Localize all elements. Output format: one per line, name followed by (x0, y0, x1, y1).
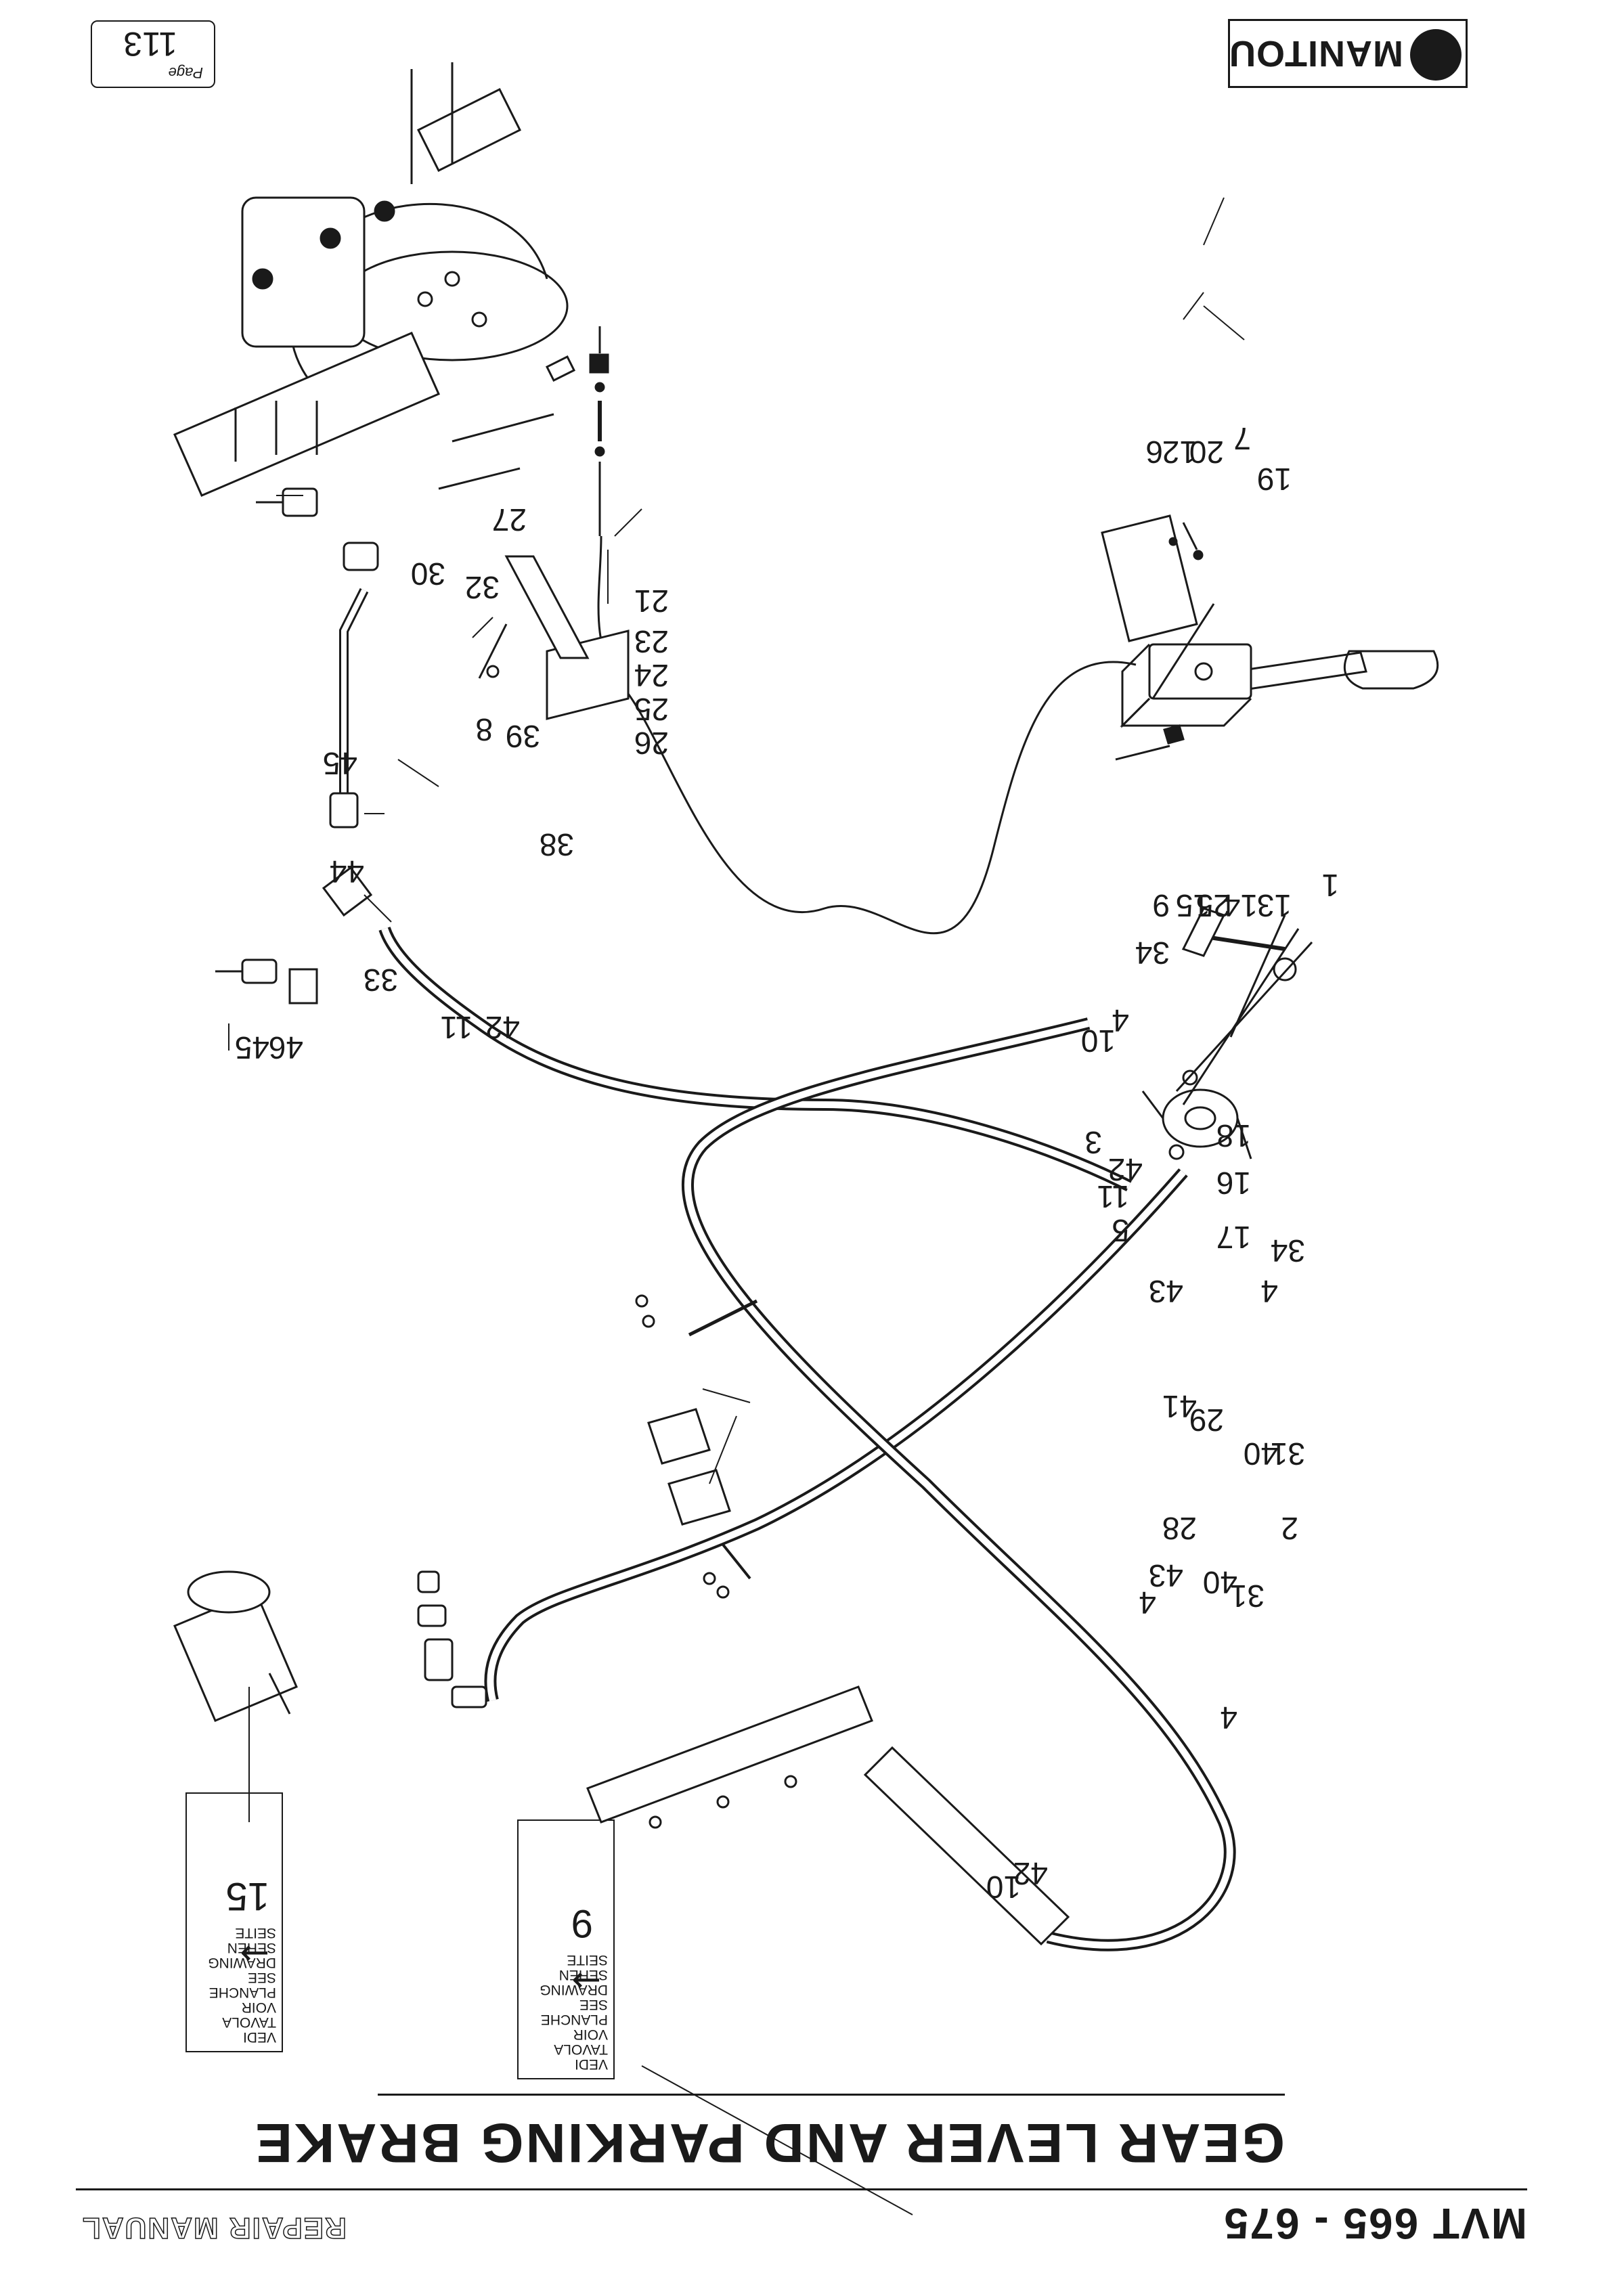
callout-43b: 43 (1149, 1558, 1183, 1593)
callout-18: 18 (1216, 1118, 1251, 1153)
callout-34a: 34 (1135, 935, 1170, 971)
callout-44: 44 (330, 854, 364, 889)
callout-42b: 42 (1108, 1152, 1143, 1187)
callout-9: 9 (1152, 888, 1170, 923)
callout-4d: 4 (1220, 1700, 1237, 1736)
brake-switch-41 (635, 1294, 758, 1599)
callout-3: 3 (1084, 1125, 1102, 1160)
callout-10b: 10 (986, 1870, 1021, 1905)
callout-2: 2 (1281, 1511, 1298, 1546)
callout-13: 13 (1257, 888, 1292, 923)
parking-brake-valve-16 (1141, 1069, 1252, 1160)
fitting-45-lower (215, 958, 278, 984)
callout-1: 1 (1321, 868, 1339, 903)
gear-cable-38 (597, 535, 1137, 935)
callout-42c: 42 (1013, 1856, 1048, 1891)
callout-22: 25 (1196, 888, 1231, 923)
callout-29: 29 (1189, 1403, 1224, 1438)
brake-hose-11 (378, 926, 1133, 1192)
callout-5: 5 (1112, 1213, 1129, 1248)
callout-46: 46 (269, 1030, 303, 1065)
callout-19: 19 (1257, 462, 1292, 497)
callout-16: 16 (1216, 1166, 1251, 1201)
brake-pipe-44 (329, 542, 379, 829)
callout-6: 6 (1145, 435, 1163, 470)
fitting-chain (417, 1570, 487, 1708)
brake-pipe-rail (586, 1685, 1070, 1946)
callout-10a: 10 (1081, 1023, 1116, 1059)
callout-11a: 11 (440, 1010, 473, 1045)
callout-7: 7 (1233, 421, 1251, 456)
callout-41: 41 (1162, 1389, 1197, 1424)
callout-14: 14 (1223, 888, 1258, 923)
callout-4b: 4 (1260, 1274, 1278, 1309)
callout-26: 26 (634, 726, 669, 761)
brake-hose-10-loop (682, 1017, 1236, 1951)
callout-40a: 40 (1244, 1436, 1278, 1472)
callout-15: 15 (1176, 888, 1210, 923)
callout-23: 23 (634, 624, 669, 659)
callout-42a: 42 (485, 1010, 520, 1045)
gear-lever (1120, 643, 1439, 728)
screw-20-12 (1168, 522, 1204, 560)
callout-labels: 26 25 24 23 21 27 32 30 39 44 45 33 42 1… (235, 421, 1339, 1905)
callout-17: 17 (1216, 1220, 1251, 1255)
callout-4c: 4 (1139, 1585, 1156, 1620)
callout-21: 21 (634, 583, 669, 619)
callout-12: 12 (1162, 435, 1197, 470)
fitting-45-upper (256, 487, 318, 517)
callout-25: 25 (634, 692, 669, 727)
callout-4a: 4 (1112, 1003, 1129, 1038)
callout-45b: 45 (235, 1030, 269, 1065)
callout-43a: 43 (1149, 1274, 1183, 1309)
callout-34b: 34 (1271, 1233, 1305, 1268)
callout-40b: 40 (1203, 1565, 1237, 1600)
callout-28: 28 (1162, 1511, 1197, 1546)
callout-45a: 45 (323, 746, 357, 781)
callout-38: 38 (540, 827, 574, 862)
callout-11b: 11 (1097, 1179, 1129, 1214)
callout-39: 39 (506, 719, 540, 754)
fitting-33 (322, 866, 373, 917)
callout-33: 33 (364, 963, 398, 998)
callout-20: 20 (1189, 435, 1224, 470)
lever-bracket-plate (1101, 514, 1215, 699)
callout-24: 24 (634, 658, 669, 693)
callout-31b: 31 (1230, 1578, 1265, 1614)
parts-1-13-14-15 (1175, 907, 1313, 1105)
callout-32: 32 (465, 570, 500, 605)
fitting-46 (288, 968, 318, 1005)
callout-30: 30 (411, 556, 445, 592)
gearbox-axle (173, 62, 569, 497)
cable-end-parts (545, 326, 609, 536)
callout-8: 8 (475, 712, 493, 747)
bracket-39 (478, 555, 630, 720)
brake-hose-43-long (484, 1168, 1188, 1702)
callout-31a: 31 (1271, 1436, 1305, 1472)
mount-bolt-8 (1115, 724, 1185, 761)
callout-leaders (228, 197, 1245, 2215)
callout-27: 27 (492, 502, 527, 537)
brake-accumulator (173, 1570, 298, 1722)
